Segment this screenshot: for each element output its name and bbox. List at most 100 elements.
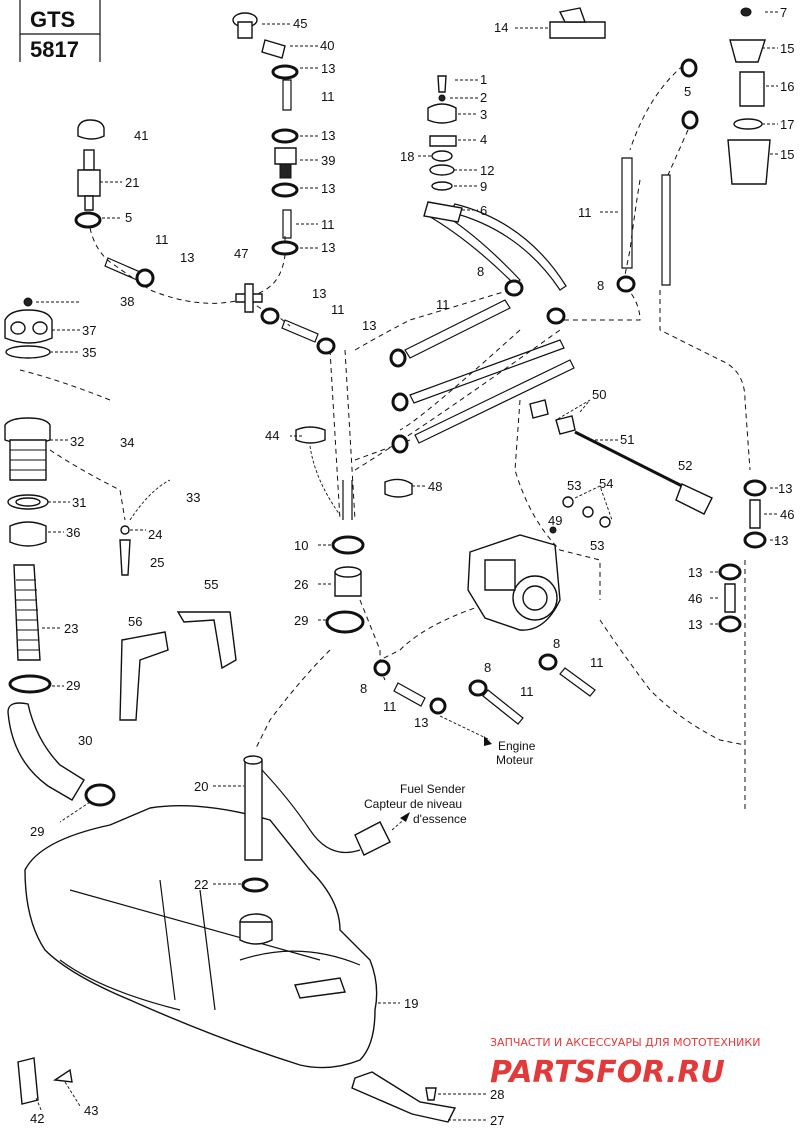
label-27: 27	[490, 1113, 504, 1128]
fuel-filter-cover-15	[729, 39, 766, 63]
nut-4	[429, 135, 457, 147]
label-29-c: 29	[294, 613, 308, 628]
label-28: 28	[490, 1087, 504, 1102]
oring-17	[733, 118, 763, 130]
fuel-sender-20	[244, 759, 263, 861]
label-11-g: 11	[590, 655, 604, 670]
bracket-56	[119, 631, 169, 721]
label-13-c: 13	[321, 181, 335, 196]
label-8-d: 8	[484, 660, 491, 675]
label-13-a: 13	[321, 61, 335, 76]
connector-46-b	[724, 583, 736, 613]
filter-bowl-15	[727, 139, 771, 185]
clamp-13-k	[743, 479, 767, 497]
rivet-43	[53, 1068, 73, 1083]
fuel-sender-label-en: Fuel Sender	[400, 782, 465, 796]
clamp-10	[331, 535, 365, 555]
label-22: 22	[194, 877, 208, 892]
check-valve-21	[77, 169, 101, 197]
clamp-13-a	[135, 268, 155, 288]
washer-9	[431, 181, 453, 191]
label-13-g: 13	[362, 318, 376, 333]
label-9: 9	[480, 179, 487, 194]
nut-36	[9, 521, 47, 547]
label-4: 4	[480, 132, 487, 147]
clamp-5-right-b	[681, 110, 699, 130]
hose-clamps	[74, 58, 767, 715]
clamp-8-a	[504, 279, 524, 297]
label-35: 35	[82, 345, 96, 360]
bracket-14	[549, 21, 606, 39]
clamp-13-h	[389, 348, 407, 368]
label-13-f: 13	[312, 286, 326, 301]
label-11-h: 11	[520, 684, 534, 699]
label-43: 43	[84, 1103, 98, 1118]
label-13-d: 13	[321, 240, 335, 255]
label-10: 10	[294, 538, 308, 553]
label-23: 23	[64, 621, 78, 636]
washer-18	[431, 150, 453, 162]
screw-1	[437, 75, 447, 93]
label-8-c: 8	[553, 636, 560, 651]
label-48: 48	[428, 479, 442, 494]
valve-6	[423, 201, 463, 223]
label-8-a: 8	[477, 264, 484, 279]
label-31: 31	[72, 495, 86, 510]
clamp-8-c	[616, 275, 636, 293]
label-11-i: 11	[383, 699, 397, 714]
label-20: 20	[194, 779, 208, 794]
label-32: 32	[70, 434, 84, 449]
catalog-number: 5817	[30, 37, 79, 62]
label-36: 36	[66, 525, 80, 540]
label-54: 54	[599, 476, 613, 491]
label-47: 47	[234, 246, 248, 261]
watermark: ЗАПЧАСТИ И АКСЕССУАРЫ ДЛЯ МОТОТЕХНИКИ PA…	[490, 1036, 760, 1090]
part-numbers: 45 40 13 11 13 39 13 11 13 41 21 5 11 13…	[30, 5, 794, 1128]
label-13-j: 13	[688, 565, 702, 580]
engine-label-fr: Moteur	[496, 753, 533, 767]
clamp-13-i	[391, 392, 409, 412]
label-52: 52	[678, 458, 692, 473]
label-8-e: 8	[360, 681, 367, 696]
model-name: GTS	[30, 7, 75, 32]
label-11-f: 11	[578, 205, 592, 220]
elbow-40	[261, 39, 286, 59]
clamp-5-left	[74, 211, 102, 229]
label-29-b: 29	[30, 824, 44, 839]
clamp-13-e	[271, 240, 299, 256]
valve-stem-21	[83, 149, 95, 171]
label-51: 51	[620, 432, 634, 447]
label-37: 37	[82, 323, 96, 338]
label-11-c: 11	[155, 232, 169, 247]
check-valve-39	[274, 147, 297, 165]
label-11-d: 11	[331, 302, 345, 317]
washer-53-a	[562, 496, 574, 508]
clamp-13-b	[271, 64, 299, 80]
washer-2	[438, 94, 446, 102]
label-15-b: 15	[780, 147, 794, 162]
screw-28	[425, 1087, 437, 1101]
label-24: 24	[148, 527, 162, 542]
label-25: 25	[150, 555, 164, 570]
label-13-k: 13	[688, 617, 702, 632]
label-34: 34	[120, 435, 134, 450]
label-2: 2	[480, 90, 487, 105]
nut-54	[582, 506, 594, 518]
label-11-a: 11	[321, 89, 335, 104]
filler-cap-37	[4, 309, 53, 344]
label-41: 41	[134, 128, 148, 143]
label-15-a: 15	[780, 41, 794, 56]
label-56: 56	[128, 614, 142, 629]
label-17: 17	[780, 117, 794, 132]
label-3: 3	[480, 107, 487, 122]
clamp-13-o	[429, 697, 447, 715]
clamp-5-right-a	[680, 58, 698, 78]
washer-53-b	[599, 516, 611, 528]
label-50: 50	[592, 387, 606, 402]
rivet-25	[119, 539, 131, 576]
label-49: 49	[548, 513, 562, 528]
clamp-13-n	[718, 615, 742, 633]
watermark-site: PARTSFOR.RU	[490, 1055, 725, 1090]
label-11-e: 11	[436, 297, 450, 312]
clamp-29-a	[8, 674, 52, 694]
